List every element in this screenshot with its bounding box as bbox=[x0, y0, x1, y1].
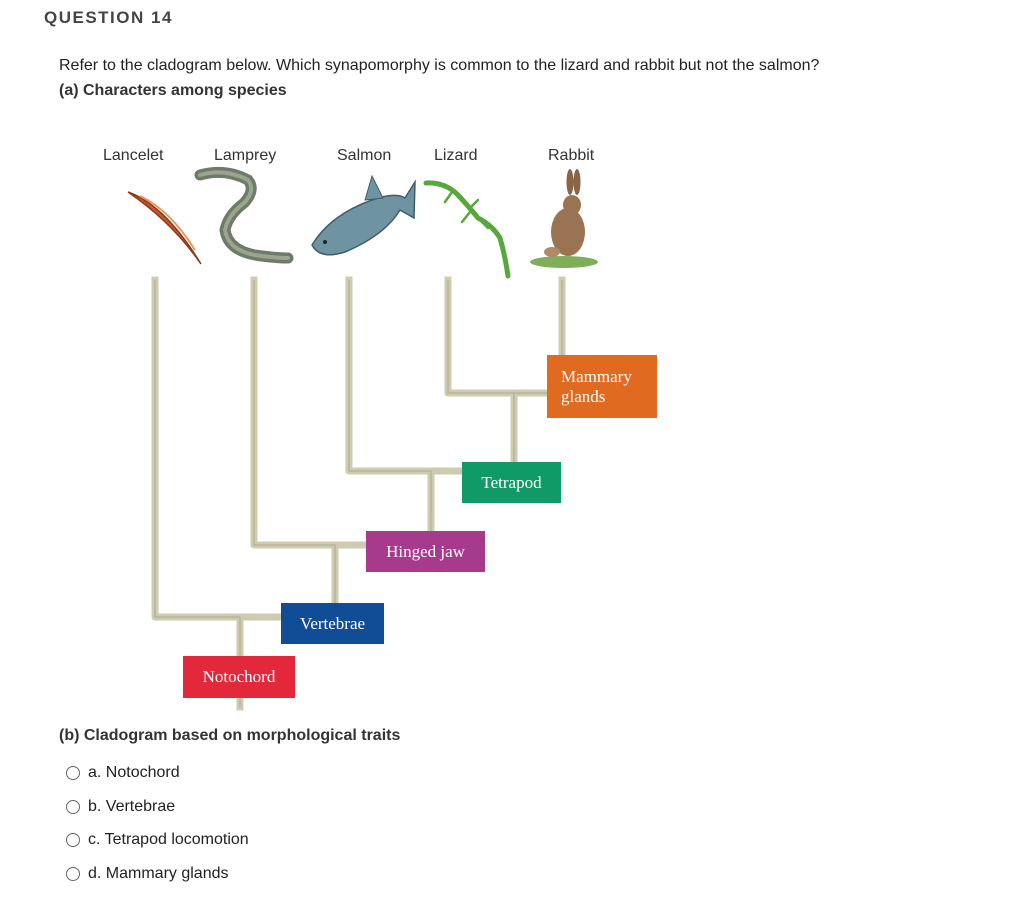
option-d[interactable]: d. Mammary glands bbox=[66, 863, 249, 885]
trait-mammary-line1: Mammary bbox=[561, 366, 632, 386]
figure-caption-b: (b) Cladogram based on morphological tra… bbox=[59, 727, 401, 744]
radio-button-a[interactable] bbox=[66, 766, 80, 780]
option-a[interactable]: a. Notochord bbox=[66, 762, 249, 784]
species-label-lizard: Lizard bbox=[434, 147, 478, 164]
species-label-salmon: Salmon bbox=[337, 147, 392, 164]
species-label-rabbit: Rabbit bbox=[548, 147, 595, 164]
species-label-lamprey: Lamprey bbox=[214, 147, 277, 164]
option-d-label: d. Mammary glands bbox=[88, 864, 229, 882]
trait-mammary-line2: glands bbox=[561, 386, 606, 406]
question-number: QUESTION 14 bbox=[44, 8, 173, 27]
trait-mammary-glands: Mammary glands bbox=[547, 355, 657, 418]
trait-vertebrae: Vertebrae bbox=[281, 603, 384, 644]
option-b-label: b. Vertebrae bbox=[88, 797, 176, 815]
cladogram-branch-outline bbox=[154, 280, 563, 707]
radio-button-b[interactable] bbox=[66, 799, 80, 814]
trait-hinged-jaw: Hinged jaw bbox=[366, 531, 485, 572]
rabbit-illustration bbox=[530, 169, 598, 268]
radio-button-c[interactable] bbox=[66, 833, 80, 847]
trait-notochord: Notochord bbox=[183, 656, 295, 698]
lancelet-illustration bbox=[127, 191, 202, 265]
lamprey-illustration bbox=[194, 166, 294, 264]
question-text: Refer to the cladogram below. Which syna… bbox=[59, 57, 820, 74]
answer-options: a. Notochord b. Vertebrae c. Tetrapod lo… bbox=[66, 762, 249, 896]
species-label-lancelet: Lancelet bbox=[103, 147, 164, 164]
trait-tetrapod: Tetrapod bbox=[462, 462, 561, 503]
option-b[interactable]: b. Vertebrae bbox=[66, 796, 249, 818]
radio-button-d[interactable] bbox=[66, 866, 80, 881]
figure-caption-a: (a) Characters among species bbox=[59, 82, 287, 99]
lizard-illustration bbox=[423, 180, 511, 279]
option-c[interactable]: c. Tetrapod locomotion bbox=[66, 829, 249, 851]
option-c-label: c. Tetrapod locomotion bbox=[88, 831, 249, 848]
option-a-label: a. Notochord bbox=[88, 764, 180, 781]
salmon-illustration bbox=[311, 174, 416, 256]
